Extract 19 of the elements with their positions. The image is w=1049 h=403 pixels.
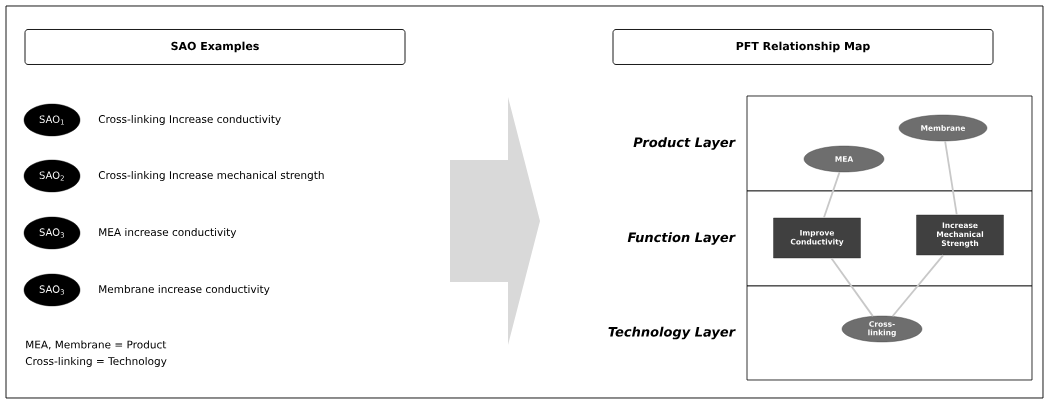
node-label: Function Layer [627,232,736,245]
sao-oval: SAO$_{3}$ [23,273,81,307]
connector-line [823,171,841,219]
sao-oval: SAO$_{3}$ [23,216,81,250]
connector-line [830,257,874,318]
heading-box: SAO Examples [24,29,406,65]
description-text: Cross-linking Increase mechanical strength [98,170,324,182]
description-text: Cross-linking Increase conductivity [98,114,281,126]
description-text: MEA increase conductivity [99,227,237,239]
note-text: Cross-linking = Technology [25,356,167,368]
node-label: Product Layer [633,137,736,150]
description-text: Membrane increase conductivity [99,284,270,296]
node-label: Technology Layer [608,326,736,340]
sao-oval: SAO$_{1}$ [23,103,81,137]
note-text: MEA, Membrane = Product [26,340,167,350]
connector-line [891,254,945,318]
connector-line [944,140,958,216]
sao-oval: SAO$_{2}$ [23,159,81,193]
heading-box: PFT Relationship Map [612,29,994,65]
